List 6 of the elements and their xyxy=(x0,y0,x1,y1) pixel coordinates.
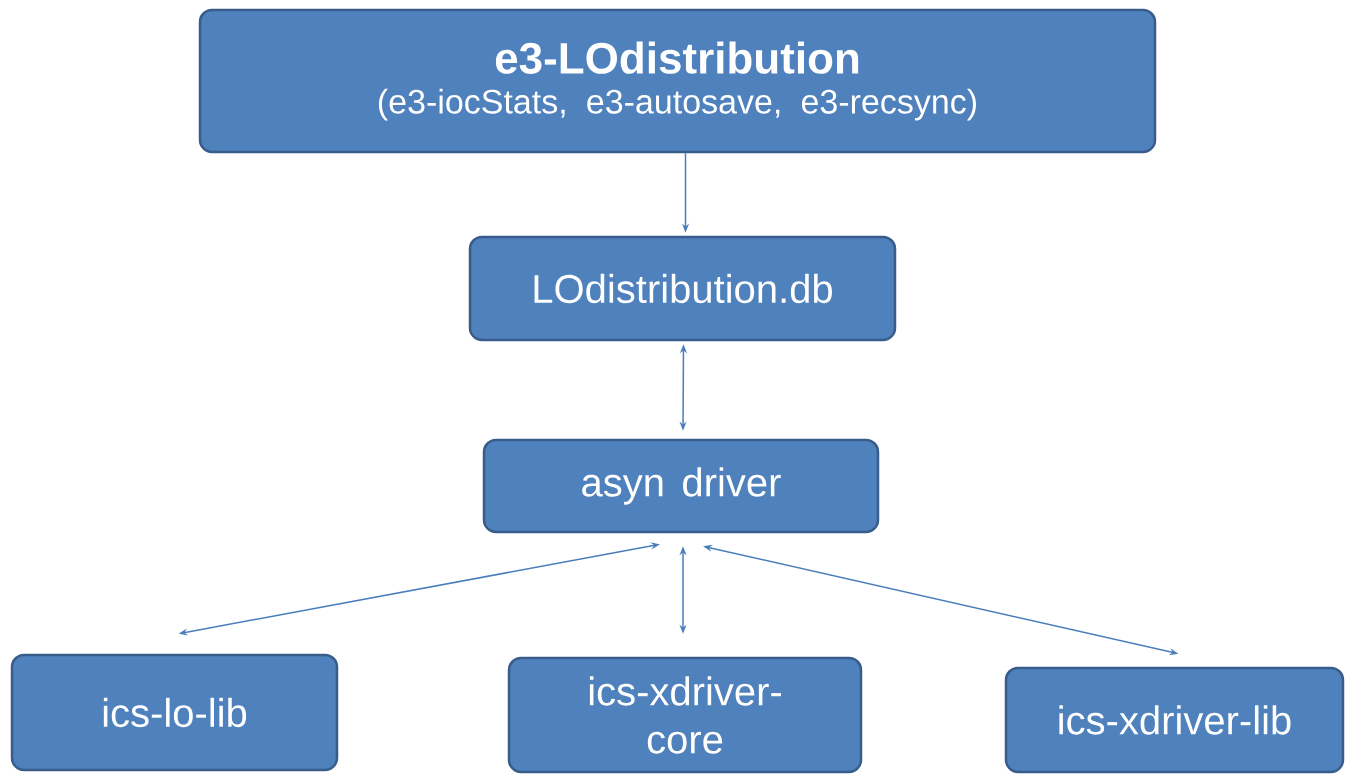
process-box: LOdistribution.db xyxy=(468,235,897,342)
process-box: ics-xdriver-lib xyxy=(1004,666,1345,774)
process-box: e3-LOdistribution (e3-iocStats, e3-autosave, e3-recsync) xyxy=(198,8,1157,154)
process-box: asyn driver xyxy=(482,438,880,534)
process-box: ics-xdriver-core xyxy=(507,656,863,774)
process-box: ics-lo-lib xyxy=(10,653,339,772)
